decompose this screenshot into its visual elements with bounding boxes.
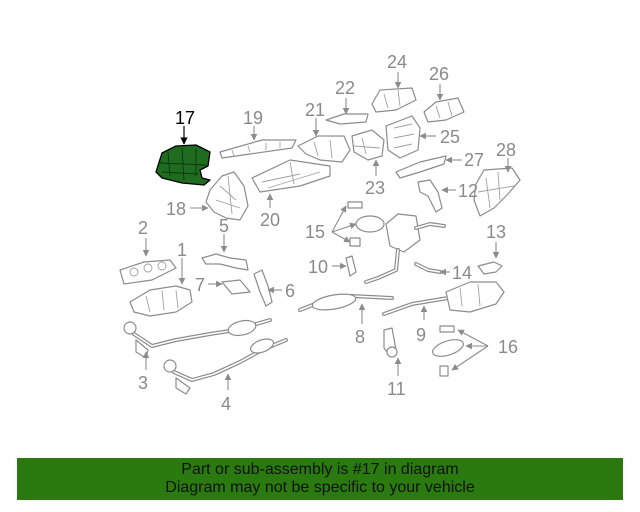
callout-26[interactable]: 26 <box>429 64 449 84</box>
part-1-exhaust-manifold <box>129 285 193 317</box>
part-20-heat-shield <box>251 159 331 193</box>
callout-12[interactable]: 12 <box>458 181 478 201</box>
callout-10[interactable]: 10 <box>308 257 328 277</box>
notice-banner: Part or sub-assembly is #17 in diagram D… <box>17 458 623 500</box>
part-7-gasket <box>221 279 251 295</box>
leader-15a <box>331 205 347 233</box>
part-18-heat-shield <box>205 171 249 221</box>
part-14-pipe <box>414 262 442 274</box>
callout-23[interactable]: 23 <box>365 178 385 198</box>
callout-9[interactable]: 9 <box>416 325 426 345</box>
callout-18[interactable]: 18 <box>166 199 186 219</box>
part-12-hanger <box>417 179 443 213</box>
callout-11[interactable]: 11 <box>387 379 406 399</box>
part-6-bracket <box>253 269 273 307</box>
callout-16[interactable]: 16 <box>498 337 518 357</box>
part-4-front-pipe <box>163 338 288 395</box>
callout-15[interactable]: 15 <box>305 222 325 242</box>
callout-2[interactable]: 2 <box>138 218 148 238</box>
banner-line-1: Part or sub-assembly is #17 in diagram <box>181 461 459 478</box>
exhaust-parts-diagram: 17 19 18 20 21 22 23 24 <box>119 52 521 414</box>
part-22-bracket <box>325 113 369 125</box>
leader-15c <box>331 231 351 243</box>
callout-17[interactable]: 17 <box>175 108 195 128</box>
part-19-heat-shield <box>219 139 297 159</box>
part-11-clamp <box>383 327 398 358</box>
callout-14[interactable]: 14 <box>452 263 472 283</box>
part-25-heat-shield <box>385 115 421 159</box>
callout-4[interactable]: 4 <box>221 394 231 414</box>
callout-5[interactable]: 5 <box>219 216 229 236</box>
part-9-rear-muffler <box>382 281 505 316</box>
leader-16c <box>451 345 489 371</box>
part-17-heat-shield[interactable] <box>155 144 211 186</box>
callout-28[interactable]: 28 <box>496 140 516 160</box>
callout-20[interactable]: 20 <box>260 210 280 230</box>
callout-6[interactable]: 6 <box>285 281 295 301</box>
callout-3[interactable]: 3 <box>138 373 148 393</box>
callout-1[interactable]: 1 <box>177 240 187 260</box>
part-27-heat-shield <box>395 155 447 179</box>
part-23-heat-shield <box>351 129 385 161</box>
callout-22[interactable]: 22 <box>335 78 355 98</box>
banner-line-2: Diagram may not be specific to your vehi… <box>165 479 475 496</box>
callout-21[interactable]: 21 <box>305 100 325 120</box>
callout-8[interactable]: 8 <box>355 327 365 347</box>
part-21-heat-shield <box>297 135 351 163</box>
leader-15b <box>331 222 357 233</box>
part-16-tail-pipe-parts <box>432 325 464 377</box>
part-24-heat-shield <box>371 87 417 113</box>
part-8-intermediate-pipe <box>298 293 394 312</box>
part-2-manifold-gasket <box>119 259 177 285</box>
callout-7[interactable]: 7 <box>195 275 205 295</box>
callout-13[interactable]: 13 <box>486 222 506 242</box>
part-5-heat-shield <box>201 253 249 271</box>
part-28-heat-shield <box>473 167 521 217</box>
leader-16a <box>457 329 489 347</box>
part-10-hanger <box>345 255 357 277</box>
part-13-hanger <box>477 261 503 275</box>
callout-19[interactable]: 19 <box>243 108 263 128</box>
callout-25[interactable]: 25 <box>440 127 460 147</box>
part-3-front-pipe <box>123 318 272 359</box>
callout-24[interactable]: 24 <box>387 52 407 72</box>
part-26-heat-shield <box>423 97 465 123</box>
callout-27[interactable]: 27 <box>464 150 484 170</box>
